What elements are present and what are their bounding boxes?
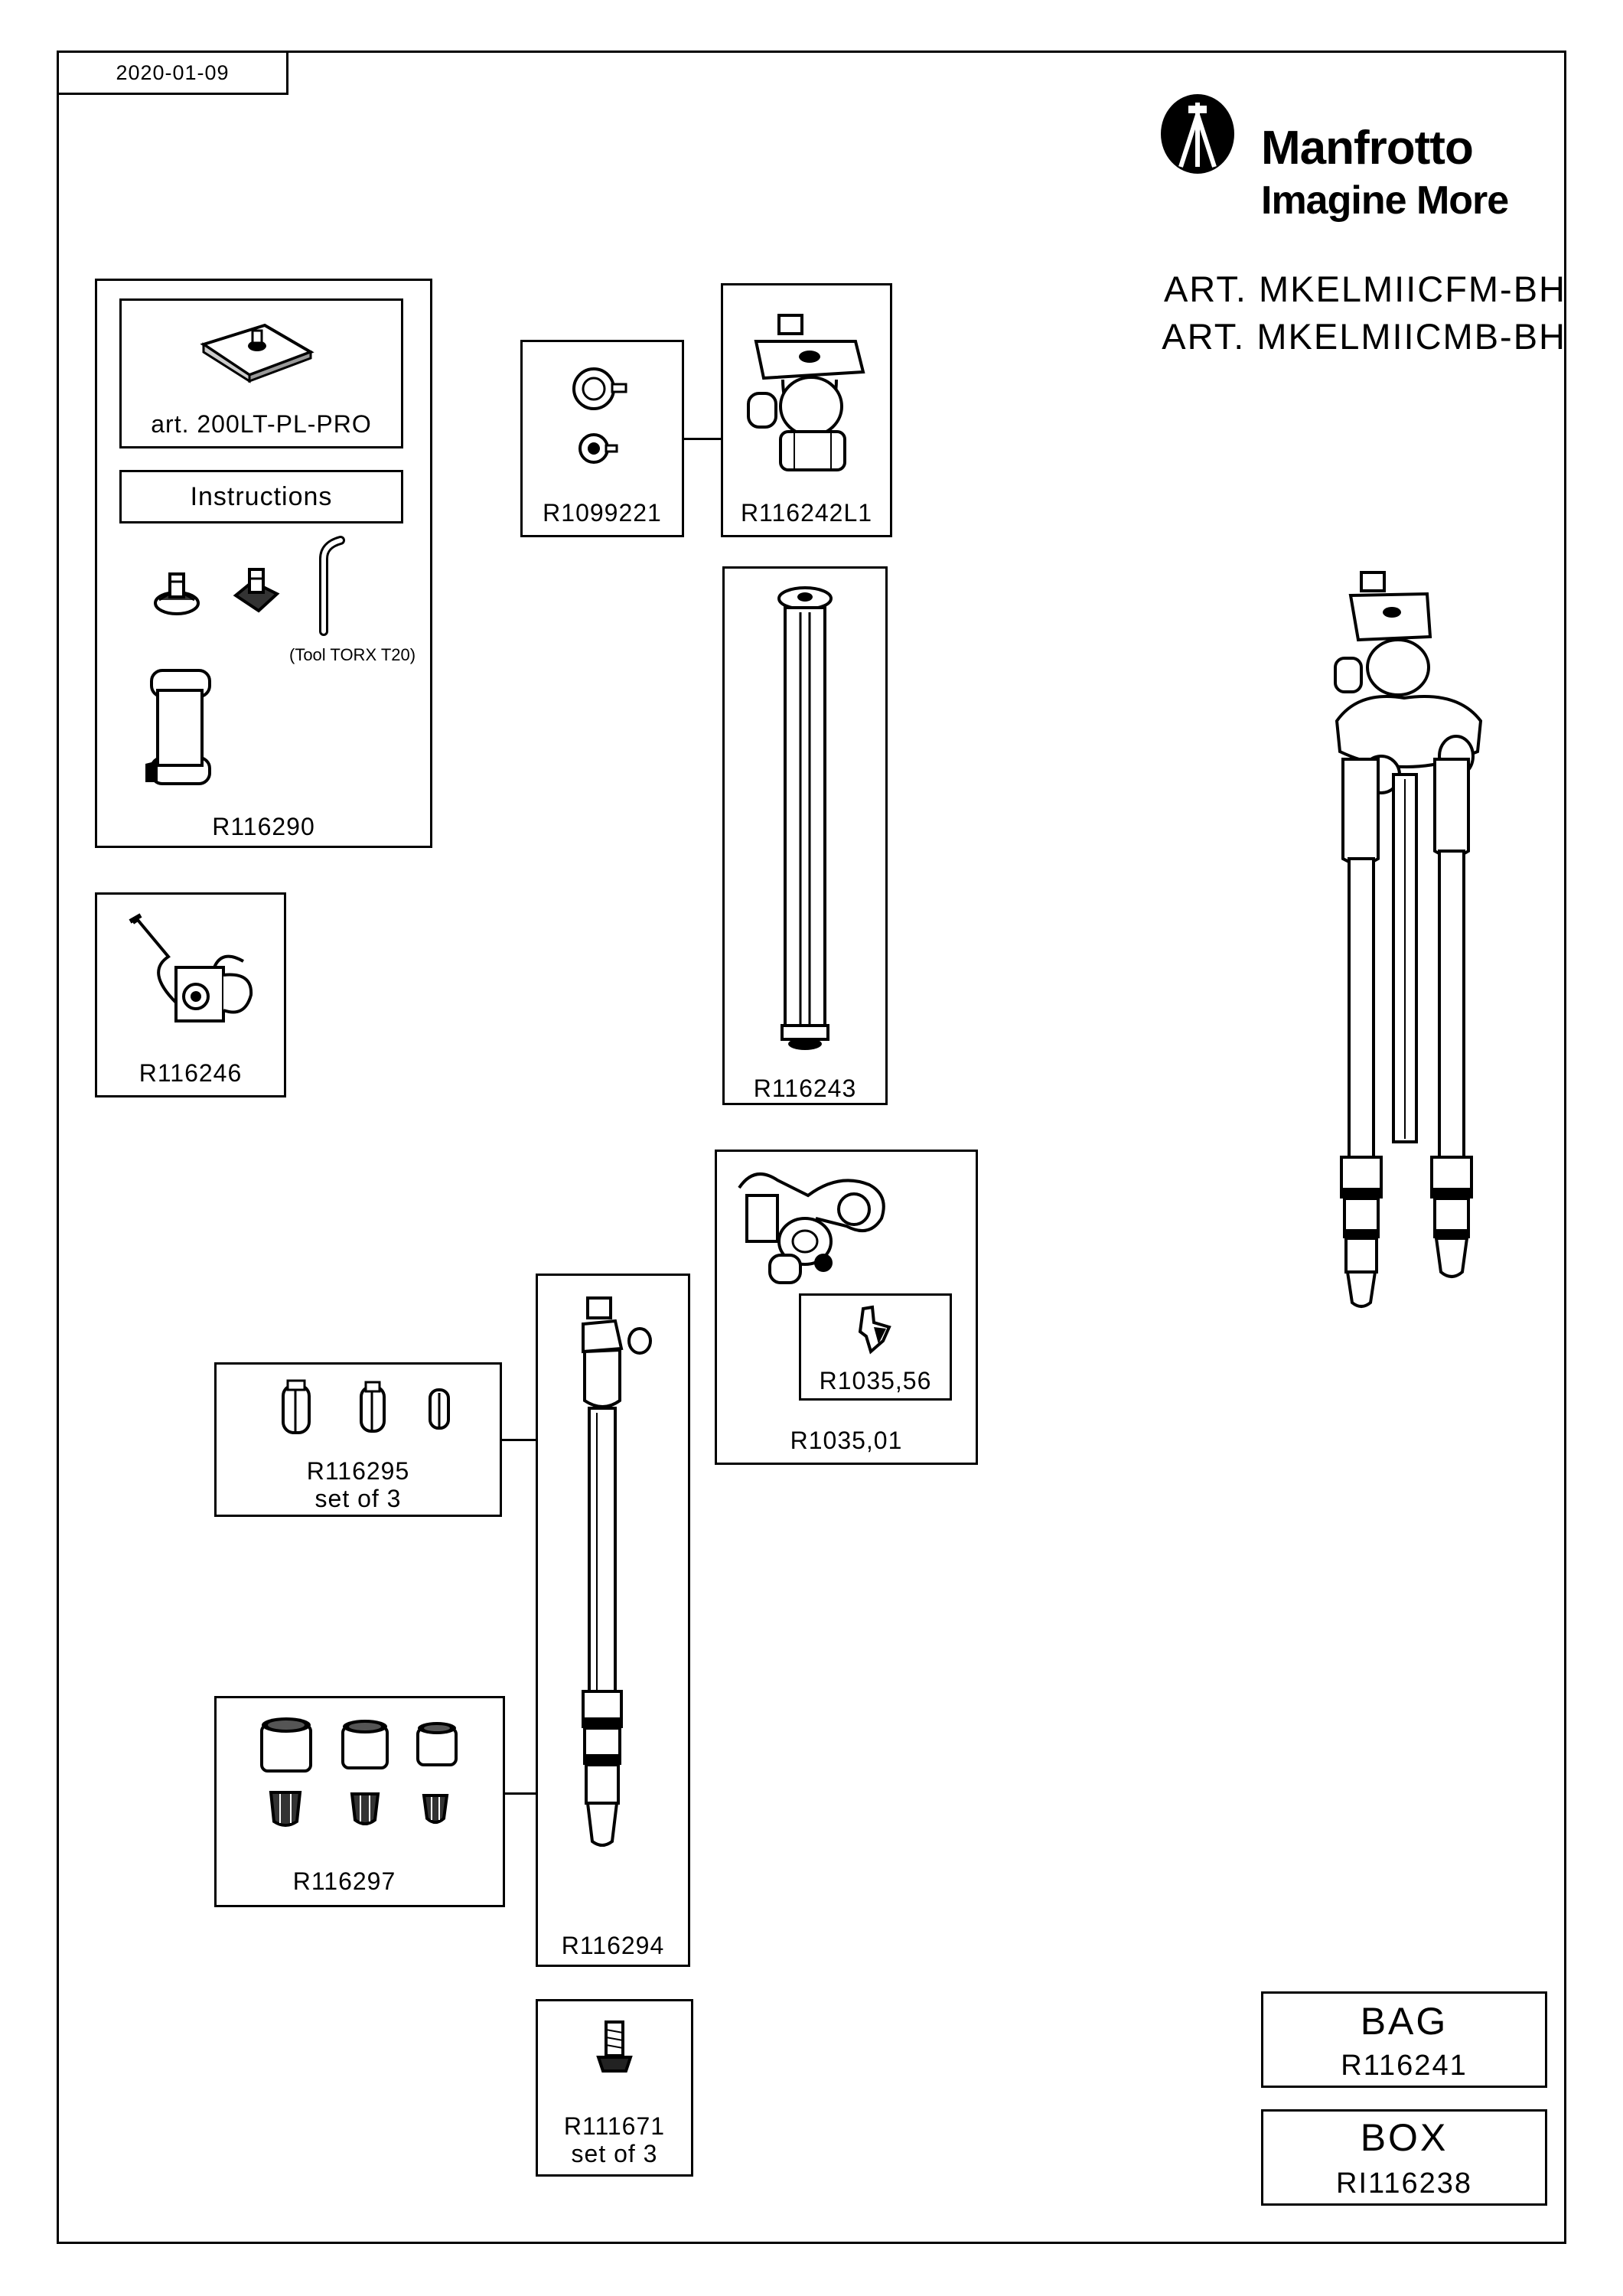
bag-box <box>1261 1991 1547 2088</box>
foot-medium-icon <box>350 1792 380 1825</box>
article-code-2: ART. MKELMIICMB-BH <box>1162 316 1566 357</box>
knob-large-icon <box>572 367 627 410</box>
instructions-box: Instructions <box>119 470 403 523</box>
leg-lock-large-icon <box>260 1717 312 1773</box>
box-title: BOX <box>1360 2116 1449 2159</box>
kit-code: R116290 <box>212 813 315 840</box>
torx-key-icon <box>319 536 345 636</box>
article-code-1: ART. MKELMIICFM-BH <box>1163 269 1566 309</box>
phone-clamp-icon <box>145 669 211 785</box>
leg-lock-clamp-icon <box>129 913 253 1022</box>
box-code: RI116238 <box>1336 2167 1472 2200</box>
date-stamp: 2020-01-09 <box>57 51 288 95</box>
screw-code-text: R111671 <box>563 2112 666 2140</box>
knobs-code: R1099221 <box>543 499 662 527</box>
bag-code: R116241 <box>1341 2050 1468 2082</box>
column-code: R116243 <box>753 1075 857 1102</box>
foot-large-icon <box>269 1791 302 1827</box>
connector-knobs-head <box>683 438 722 440</box>
knobs-box <box>520 340 684 537</box>
clips-box <box>214 1362 502 1517</box>
foot-small-icon <box>422 1794 449 1824</box>
manfrotto-logo-icon <box>1161 94 1234 174</box>
connector-clips-leg <box>501 1439 536 1441</box>
clip-medium-icon <box>360 1381 386 1433</box>
screw-adapter-2-icon <box>233 568 280 613</box>
lever-icon <box>858 1305 891 1355</box>
screw-code: R111671 set of 3 <box>536 2112 693 2167</box>
instructions-label: Instructions <box>190 481 333 511</box>
leg-lock-medium-icon <box>341 1720 389 1769</box>
connector-feet-leg <box>504 1792 536 1795</box>
leg-code: R116294 <box>561 1932 665 1959</box>
screw-icon <box>596 2020 633 2073</box>
lever-box <box>799 1293 952 1401</box>
kit-box <box>95 279 432 848</box>
leg-icon <box>582 1296 652 1847</box>
leg-lock-small-icon <box>416 1722 458 1766</box>
column-box <box>722 566 888 1105</box>
clip-large-icon <box>282 1379 311 1434</box>
ballhead-code: R116242L1 <box>740 499 873 527</box>
bracket-code: R1035,01 <box>790 1427 903 1454</box>
clips-qty: set of 3 <box>314 1485 402 1512</box>
knob-small-icon <box>578 433 618 464</box>
bag-title: BAG <box>1360 2000 1449 2043</box>
box-box <box>1261 2109 1547 2206</box>
tool-label: (Tool TORX T20) <box>289 645 416 664</box>
screw-qty: set of 3 <box>571 2140 658 2167</box>
bracket-icon <box>738 1172 885 1284</box>
page-frame <box>57 51 1566 2244</box>
ballhead-box <box>721 283 892 537</box>
assembled-tripod-icon <box>1334 571 1483 1308</box>
screw-box <box>536 1999 693 2177</box>
clamp-code: R116246 <box>139 1059 243 1087</box>
center-column-icon <box>777 586 833 1050</box>
brand-name: Manfrotto <box>1261 122 1474 174</box>
quick-release-plate-icon <box>200 323 314 383</box>
clips-code: R116295 set of 3 <box>214 1457 502 1512</box>
plate-label: art. 200LT-PL-PRO <box>151 410 372 438</box>
lever-code: R1035,56 <box>819 1367 932 1394</box>
clamp-box <box>95 892 286 1097</box>
brand-tagline: Imagine More <box>1261 178 1509 223</box>
feet-box <box>214 1696 505 1907</box>
leg-box <box>536 1274 690 1967</box>
clip-small-icon <box>429 1388 450 1430</box>
screw-adapter-icon <box>154 572 200 615</box>
clips-code-text: R116295 <box>306 1457 410 1485</box>
ball-head-icon <box>747 314 865 471</box>
feet-code: R116297 <box>292 1867 396 1895</box>
bracket-box <box>715 1150 978 1465</box>
plate-box <box>119 298 403 448</box>
